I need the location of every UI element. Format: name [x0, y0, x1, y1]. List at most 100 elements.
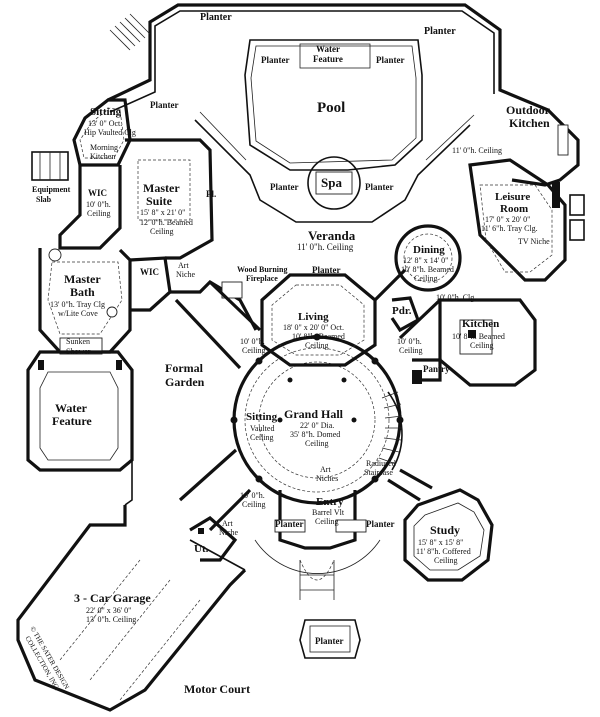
grand-hall-rotunda	[174, 268, 442, 532]
art-niche-lower-title: Art	[222, 519, 233, 528]
gallery-left-lower-line1: 10' 0"h.	[240, 491, 265, 500]
planter-spa-left-label: Planter	[270, 182, 299, 192]
equipment-slab-title: Equipment	[32, 185, 71, 194]
pool-title: Pool	[317, 100, 345, 116]
garage-title: 3 - Car Garage	[74, 591, 151, 605]
planter-living-top-label: Planter	[312, 265, 341, 275]
study-note-1: 11' 8"h. Coffered	[416, 547, 471, 556]
pantry-title: Pantry	[423, 364, 450, 374]
leisure-room-note-1: 11' 6"h. Tray Clg.	[481, 224, 538, 233]
study	[403, 488, 494, 582]
pool-outline	[244, 39, 423, 171]
master-suite-note-2: Ceiling	[150, 227, 174, 236]
sitting-mid-note-1: Ceiling	[250, 433, 274, 442]
outdoor-kitchen-title2: Kitchen	[509, 116, 550, 130]
leisure-room-title: Leisure	[495, 191, 530, 203]
formal-garden-title: Formal	[165, 361, 204, 375]
formal-garden-title2: Garden	[165, 375, 205, 389]
art-niche-master-title: Art	[178, 261, 189, 270]
radiused-staircase-title: Radiused	[366, 459, 396, 468]
grand-hall-note-2: Ceiling	[305, 439, 329, 448]
water-feature-left-title: Water	[55, 401, 88, 415]
art-niches-title2: Niches	[316, 474, 338, 483]
entry-note-0: Barrel Vlt	[312, 508, 345, 517]
dining-note-2: Ceiling	[414, 274, 438, 283]
kitchen-note-0: 10' 8"h. Beamed	[452, 332, 505, 341]
leisure-room-title2: Room	[500, 203, 528, 215]
sunken-shower-title: Sunken	[66, 337, 90, 346]
master-suite-note-0: 15' 8" x 21' 0"	[140, 208, 185, 217]
garage-note-1: 13' 0"h. Ceiling	[86, 615, 136, 624]
pdr-title: Pdr.	[392, 305, 412, 317]
staircase-treads	[378, 391, 403, 465]
outdoor-kitchen-note-0: 11' 0"h. Ceiling	[452, 146, 502, 155]
rotunda-columns	[230, 333, 404, 483]
planter-spa-right-label: Planter	[365, 182, 394, 192]
dining-note-0: 12' 8" x 14' 0"	[403, 256, 448, 265]
study-note-0: 15' 8" x 15' 8"	[418, 538, 463, 547]
tv-niche-label: TV Niche	[518, 237, 550, 246]
right-wing	[390, 124, 585, 387]
master-bath-note-0: 13' 0"h. Tray Clg	[50, 300, 105, 309]
grand-hall-note-0: 22' 0" Dia.	[300, 421, 334, 430]
wic-mid-title: WIC	[140, 267, 159, 277]
living-title: Living	[298, 311, 329, 323]
radiused-staircase-title2: Staircase	[364, 468, 393, 477]
morning-kitchen-title: Morning	[90, 143, 118, 152]
entry-note-1: Ceiling	[315, 517, 339, 526]
dining-title: Dining	[413, 244, 445, 256]
sitting-top-note-0: 13' 0" Oct.	[88, 119, 122, 128]
planter-court-label: Planter	[315, 636, 344, 646]
gallery-right-upper-line2: Ceiling	[399, 346, 423, 355]
art-niche-lower-title2: Niche	[219, 528, 239, 537]
gallery-left-upper-line1: 10' 0"h.	[240, 337, 265, 346]
ut-title: Ut.	[194, 543, 209, 555]
master-suite-title: Master	[143, 181, 180, 195]
gallery-left-upper-line2: Ceiling	[242, 346, 266, 355]
garden-border	[124, 370, 133, 506]
court-planter-box	[299, 619, 361, 659]
motor-court-title: Motor Court	[184, 682, 250, 696]
master-bath-note-1: w/Lite Cove	[58, 309, 98, 318]
sitting-top-note-1: Hip Vaulted Clg	[84, 128, 136, 137]
sitting-mid-note-0: Vaulted	[250, 424, 274, 433]
master-suite-title2: Suite	[146, 194, 173, 208]
entry-title: Entry	[316, 496, 344, 508]
water-feature-top-title: Water	[316, 44, 340, 54]
planter-entry-left-label: Planter	[275, 519, 304, 529]
master-suite-note-1: 12' 0"h. Beamed	[140, 218, 193, 227]
stairs-top-left	[109, 13, 151, 51]
grand-hall-title: Grand Hall	[284, 407, 344, 421]
wic-top-title: WIC	[88, 188, 107, 198]
fireplace-box	[221, 281, 243, 299]
water-feature-top-box	[299, 43, 371, 69]
spa-outline	[307, 156, 361, 210]
gallery-right-upper-line1: 10' 0"h.	[397, 337, 422, 346]
kitchen-clg-label: 10' 0"h. Clg.	[436, 293, 476, 302]
planter-sitting-right-label: Planter	[150, 100, 179, 110]
equipment-slab-title2: Slab	[36, 195, 52, 204]
pl-title: Pl.	[206, 189, 216, 199]
kitchen-note-1: Ceiling	[470, 341, 494, 350]
veranda-title: Veranda	[308, 228, 356, 243]
master-bath-title: Master	[64, 272, 101, 286]
kitchen-title: Kitchen	[462, 318, 499, 330]
living-note-0: 18' 0" x 20' 0" Oct.	[283, 323, 344, 332]
garage	[16, 505, 247, 712]
morning-kitchen-title2: Kitchen	[90, 152, 115, 161]
dining-note-1: 10' 8"h. Beamed	[401, 265, 454, 274]
master-bath-title2: Bath	[70, 285, 95, 299]
art-niche-master-title2: Niche	[176, 270, 196, 279]
planter-top-right-label: Planter	[424, 26, 456, 37]
sitting-top-title: Sitting	[90, 106, 122, 118]
outdoor-kitchen-title: Outdoor	[506, 103, 551, 117]
veranda-note-0: 11' 0"h. Ceiling	[297, 242, 354, 252]
wood-fireplace-title: Wood Burning	[237, 265, 287, 274]
art-niches-title: Art	[320, 465, 331, 474]
sunken-shower-title2: Shower	[66, 347, 91, 356]
living-note-1: 10' 8"h. Beamed	[292, 332, 345, 341]
gallery-left-lower-line2: Ceiling	[242, 500, 266, 509]
planter-pool-right-label: Planter	[376, 55, 405, 65]
